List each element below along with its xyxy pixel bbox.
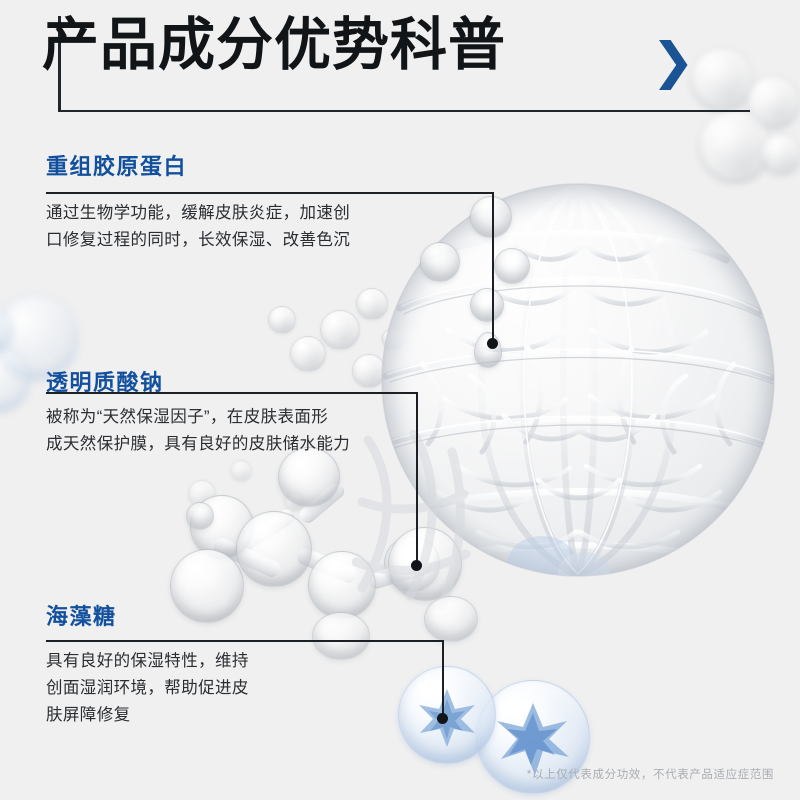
ingredient-2-description: 被称为“天然保湿因子”，在皮肤表面形 成天然保护膜，具有良好的皮肤储水能力 bbox=[46, 404, 350, 458]
gel-strand-fragments bbox=[351, 429, 472, 630]
gel-mesh-sphere bbox=[378, 180, 778, 592]
ingredient-2-line-2: 成天然保护膜，具有良好的皮肤储水能力 bbox=[46, 435, 351, 453]
bubble-cluster-lower bbox=[188, 452, 388, 532]
leader-horizontal bbox=[46, 392, 418, 394]
molecule-node bbox=[388, 527, 462, 601]
ingredient-3-line-2: 创面湿润环境，帮助促进皮 bbox=[46, 679, 249, 697]
leader-endpoint-dot bbox=[487, 338, 498, 349]
ingredient-block-3: 海藻糖 bbox=[46, 602, 117, 632]
ingredient-3-title: 海藻糖 bbox=[46, 604, 117, 629]
leader-vertical bbox=[442, 640, 444, 718]
droplet-bead bbox=[474, 332, 502, 368]
ingredient-2-title: 透明质酸钠 bbox=[46, 370, 164, 395]
molecule-node bbox=[308, 551, 376, 619]
molecule-node bbox=[236, 511, 312, 587]
ingredient-3-description: 具有良好的保湿特性，维持 创面湿润环境，帮助促进皮 肤屏障修复 bbox=[46, 648, 249, 729]
droplet-bead bbox=[470, 288, 504, 322]
ingredient-1-line-1: 通过生物学功能，缓解皮肤炎症，加速创 bbox=[46, 204, 351, 222]
droplet-bead bbox=[420, 242, 460, 282]
droplet-bead bbox=[470, 196, 512, 238]
ingredient-3-line-3: 肤屏障修复 bbox=[46, 706, 131, 724]
page-title-frame bbox=[58, 16, 750, 112]
page-title: 产品成分优势科普 bbox=[42, 13, 506, 77]
chevron-right-icon: ❯ bbox=[650, 33, 695, 89]
leader-vertical bbox=[492, 192, 494, 342]
leader-vertical bbox=[416, 392, 418, 564]
leader-horizontal bbox=[46, 640, 444, 642]
leader-horizontal bbox=[46, 192, 494, 194]
ingredient-1-title: 重组胶原蛋白 bbox=[46, 154, 188, 179]
disclaimer-footnote: *以上仅代表成分功效，不代表产品适应症范围 bbox=[526, 769, 774, 781]
title-bottom-rule bbox=[58, 110, 750, 112]
molecule-cluster bbox=[150, 447, 470, 655]
molecule-node bbox=[170, 549, 244, 623]
ingredient-block-2: 透明质酸钠 bbox=[46, 368, 164, 398]
molecule-node bbox=[190, 495, 254, 559]
ingredient-3-line-1: 具有良好的保湿特性，维持 bbox=[46, 652, 249, 670]
droplet-bead bbox=[424, 596, 478, 642]
ingredient-2-line-1: 被称为“天然保湿因子”，在皮肤表面形 bbox=[46, 408, 329, 426]
leader-endpoint-dot bbox=[437, 713, 448, 724]
bubble-cluster-mid bbox=[268, 288, 404, 388]
leader-endpoint-dot bbox=[411, 560, 422, 571]
ingredient-1-line-2: 口修复过程的同时，长效保湿、改善色沉 bbox=[46, 231, 351, 249]
ingredient-block-1: 重组胶原蛋白 bbox=[46, 152, 187, 182]
droplet-bead bbox=[186, 502, 214, 530]
ingredient-1-description: 通过生物学功能，缓解皮肤炎症，加速创 口修复过程的同时，长效保湿、改善色沉 bbox=[46, 200, 350, 254]
droplet-bead bbox=[494, 248, 530, 284]
droplet-bead bbox=[312, 612, 370, 660]
title-left-rule bbox=[58, 16, 61, 112]
